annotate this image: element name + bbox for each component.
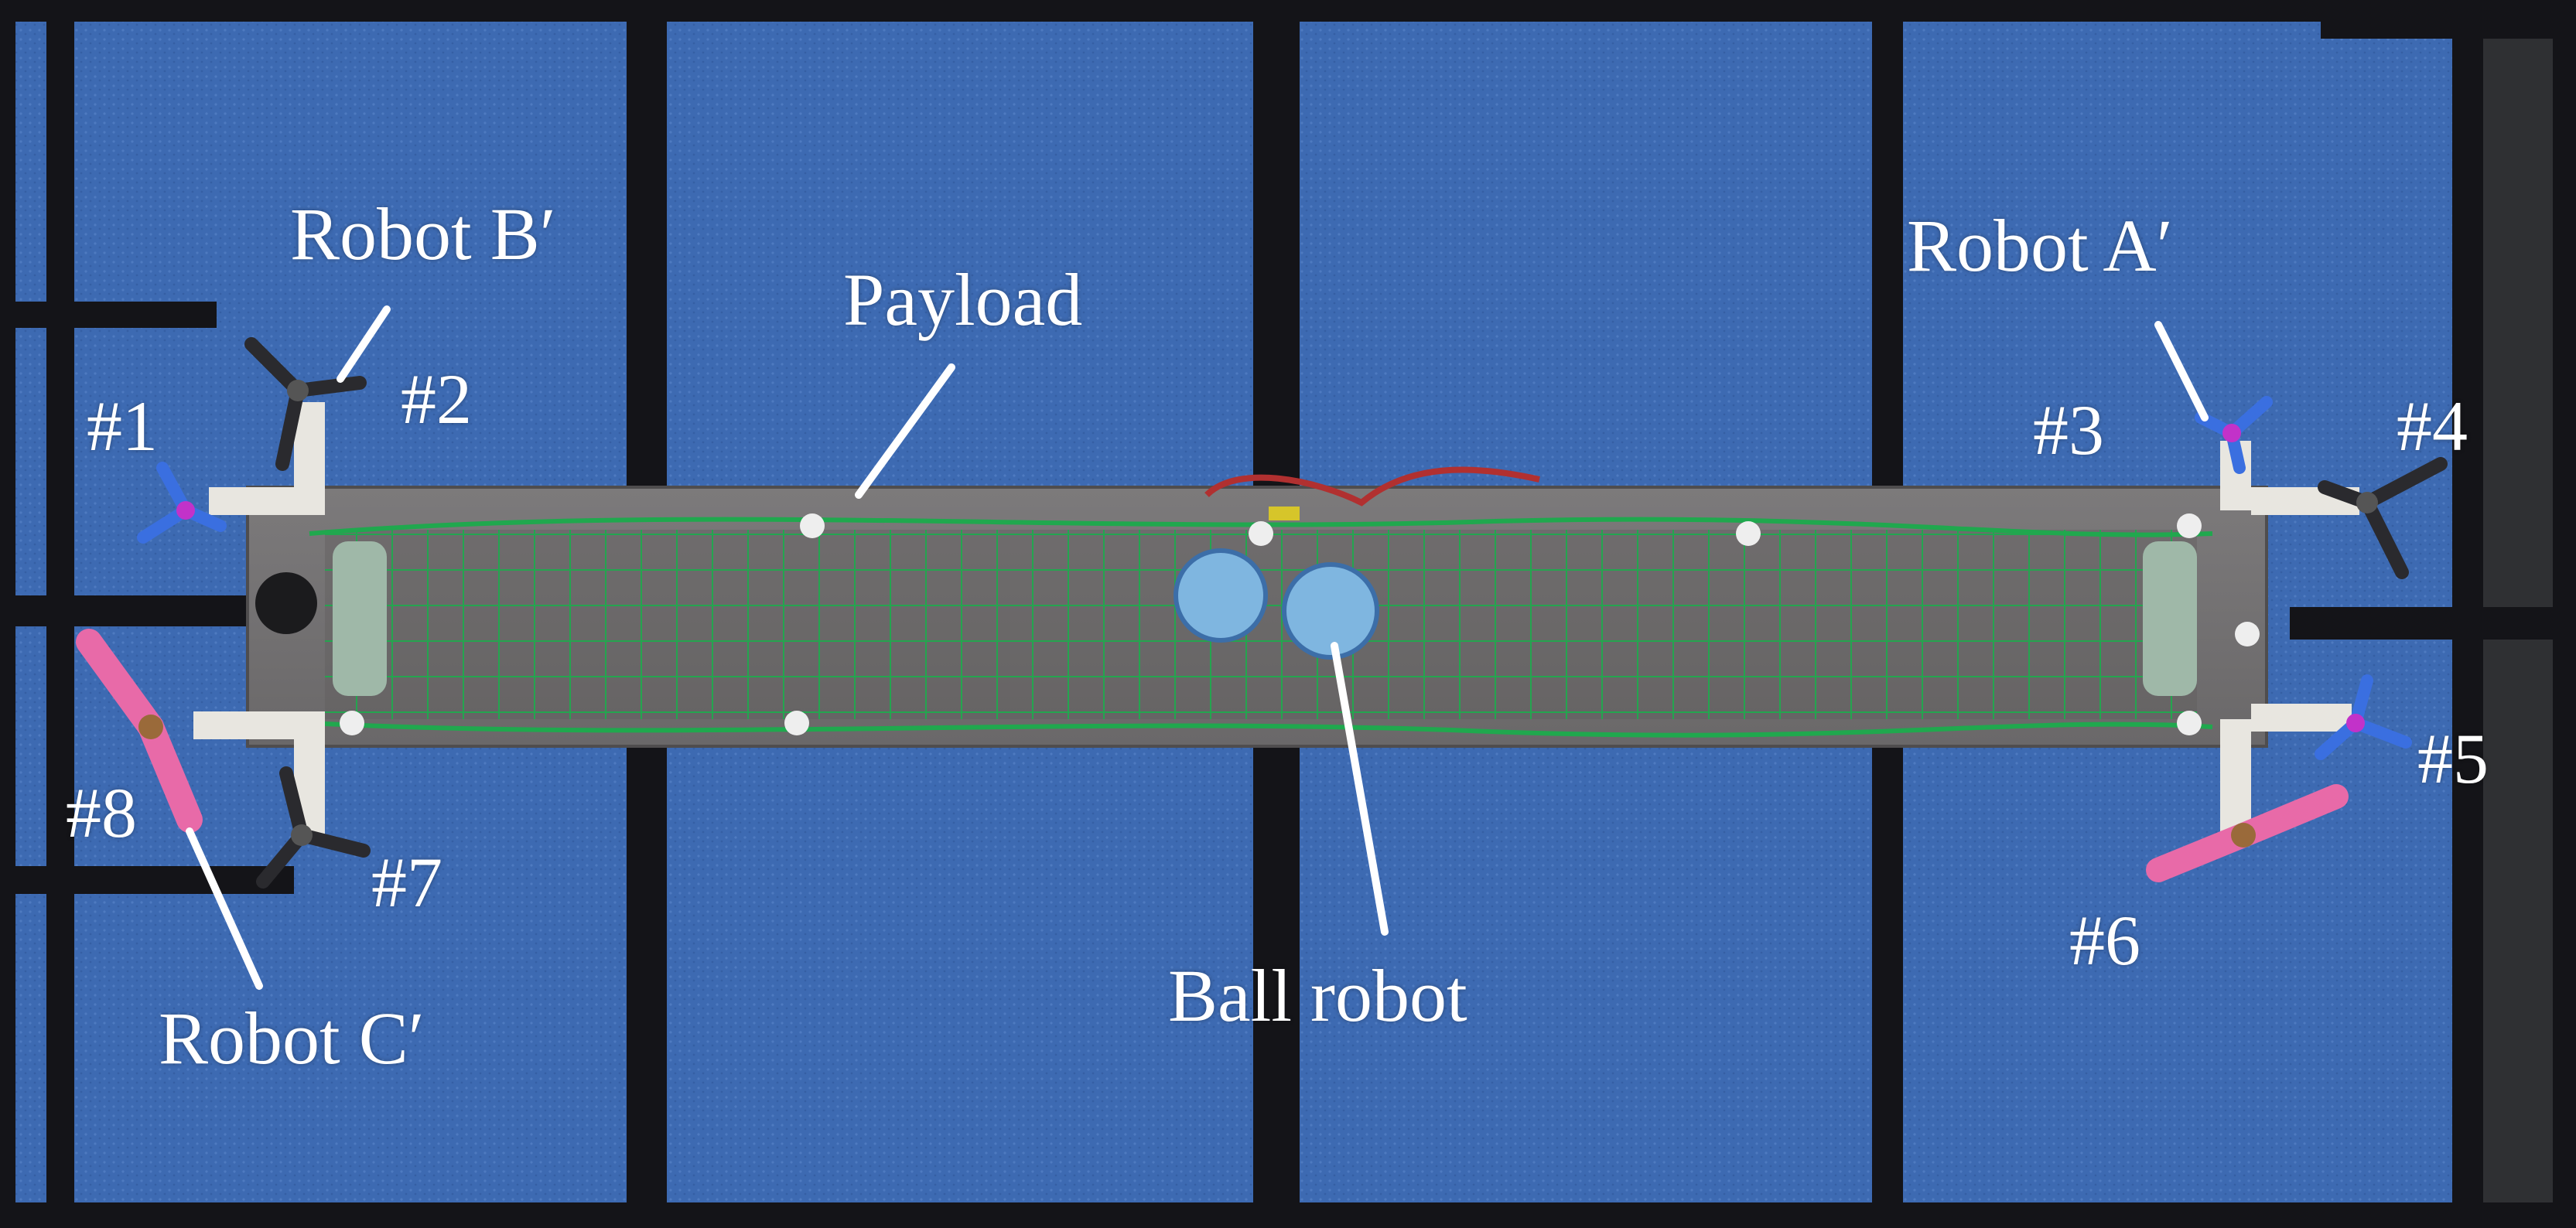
rotor-8-propeller xyxy=(76,629,203,833)
rotor-6-propeller xyxy=(2146,784,2349,882)
robot-a-label: Robot A′ xyxy=(1907,204,2173,287)
rotor-7-propeller xyxy=(256,766,371,889)
payload-label: Payload xyxy=(843,258,1083,341)
ball-robot-label: Ball robot xyxy=(1168,954,1467,1037)
rotor-1-propeller xyxy=(137,462,227,544)
ball-robots xyxy=(1174,548,1379,660)
robot-a-drone xyxy=(2195,396,2448,579)
rotor-5-propeller xyxy=(2315,674,2412,760)
rotor-3-label: #3 xyxy=(2033,391,2104,469)
rotor-6-label: #6 xyxy=(2069,901,2140,980)
rotor-4-label: #4 xyxy=(2397,387,2468,466)
robot-b-label: Robot B′ xyxy=(290,193,556,275)
rotor-7-label: #7 xyxy=(371,843,442,922)
robot-d-drone xyxy=(2146,674,2412,882)
robot-c-label: Robot C′ xyxy=(159,997,425,1080)
robot-c-drone xyxy=(76,629,371,889)
rotor-5-label: #5 xyxy=(2417,719,2489,798)
rotor-2-propeller xyxy=(244,337,367,471)
robot-b-drone xyxy=(137,337,367,544)
rotor-1-label: #1 xyxy=(87,387,158,466)
rotor-2-label: #2 xyxy=(401,360,472,438)
rotor-8-label: #8 xyxy=(66,773,137,852)
label-leader-lines xyxy=(186,305,2209,990)
rotor-4-propeller xyxy=(2318,457,2448,579)
